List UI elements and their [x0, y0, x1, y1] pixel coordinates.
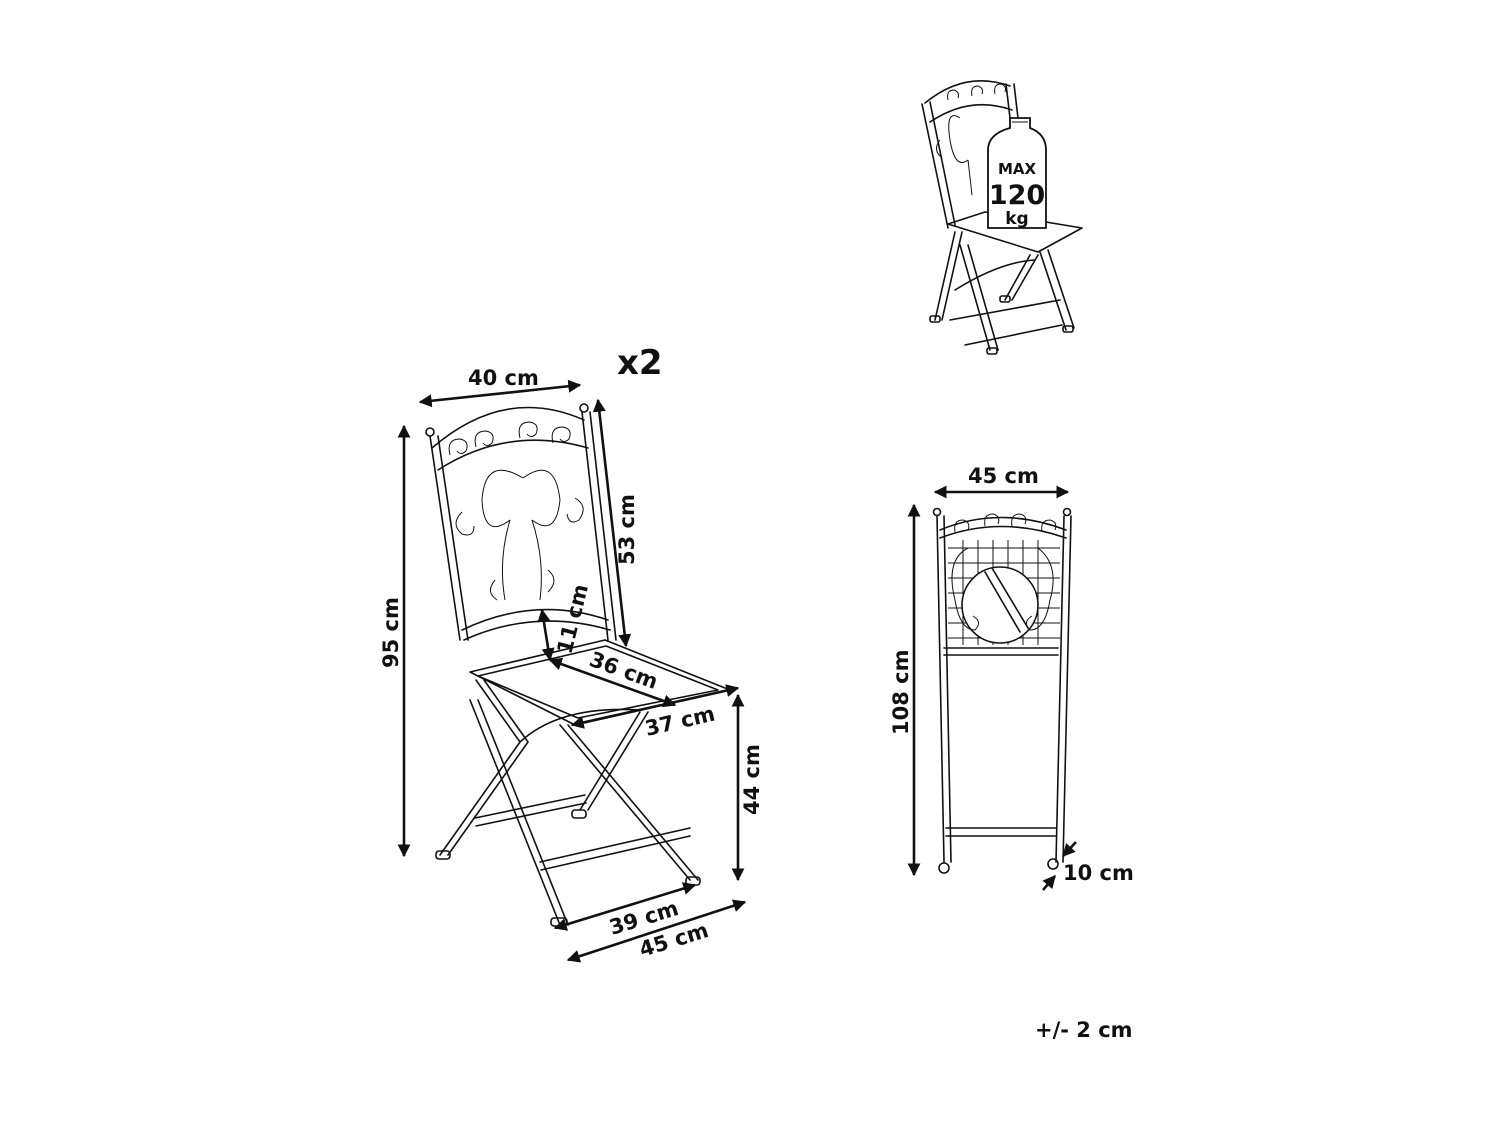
seat-height-label: 44 cm: [740, 744, 764, 815]
folded-chair-drawing: [932, 507, 1072, 874]
back-width-label: 40 cm: [468, 366, 539, 390]
folded-lattice: [948, 540, 1060, 645]
main-chair-drawing: [425, 403, 731, 927]
max-load-icon: [921, 80, 1083, 355]
top-scrolls: [448, 421, 571, 456]
max-load-line3: kg: [1005, 209, 1028, 229]
total-height-label: 95 cm: [379, 597, 403, 668]
folded-width-label: 45 cm: [968, 464, 1039, 488]
folded-depth-label: 10 cm: [1063, 861, 1134, 885]
max-load-line2: 120: [989, 180, 1045, 211]
quantity-label: x2: [617, 343, 663, 383]
max-load-line1: MAX: [998, 160, 1037, 178]
folded-chair-dimension-lines: [907, 485, 1077, 891]
backrest-height-label: 53 cm: [615, 494, 639, 565]
folded-height-label: 108 cm: [889, 650, 913, 735]
heart-ornament: [455, 469, 584, 601]
main-chair-dimension-lines: [397, 379, 747, 963]
tolerance-note: +/- 2 cm: [1035, 1018, 1133, 1042]
